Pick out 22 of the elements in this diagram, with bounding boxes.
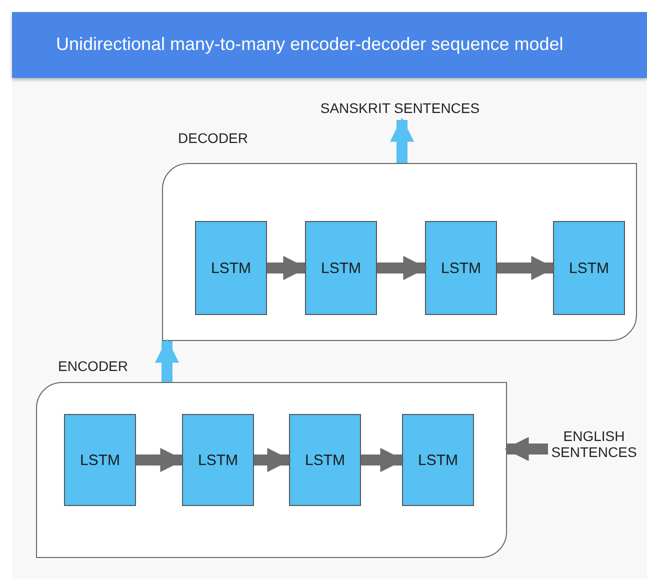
- block-arrow: [254, 448, 292, 472]
- block-arrow: [136, 448, 184, 472]
- block-arrow: [361, 448, 404, 472]
- block-arrow: [504, 436, 548, 462]
- block-arrow: [390, 118, 414, 163]
- lstm-cell: LSTM: [195, 221, 267, 315]
- lstm-cell: LSTM: [289, 414, 361, 506]
- block-arrow: [154, 338, 180, 382]
- block-arrow: [497, 256, 556, 280]
- lstm-cell: LSTM: [305, 221, 377, 315]
- panel-heading: ENCODER: [58, 358, 128, 374]
- lstm-cell: LSTM: [182, 414, 254, 506]
- lstm-cell: LSTM: [425, 221, 497, 315]
- block-arrow: [267, 256, 308, 280]
- lstm-cell: LSTM: [553, 221, 625, 315]
- lstm-cell: LSTM: [64, 414, 136, 506]
- diagram-title: Unidirectional many-to-many encoder-decoder sequence model: [56, 34, 564, 55]
- io-label: ENGLISH SENTENCES: [548, 428, 640, 470]
- io-label: SANSKRIT SENTENCES: [320, 100, 480, 120]
- block-arrow: [377, 256, 428, 280]
- panel-heading: DECODER: [178, 130, 248, 146]
- lstm-cell: LSTM: [402, 414, 474, 506]
